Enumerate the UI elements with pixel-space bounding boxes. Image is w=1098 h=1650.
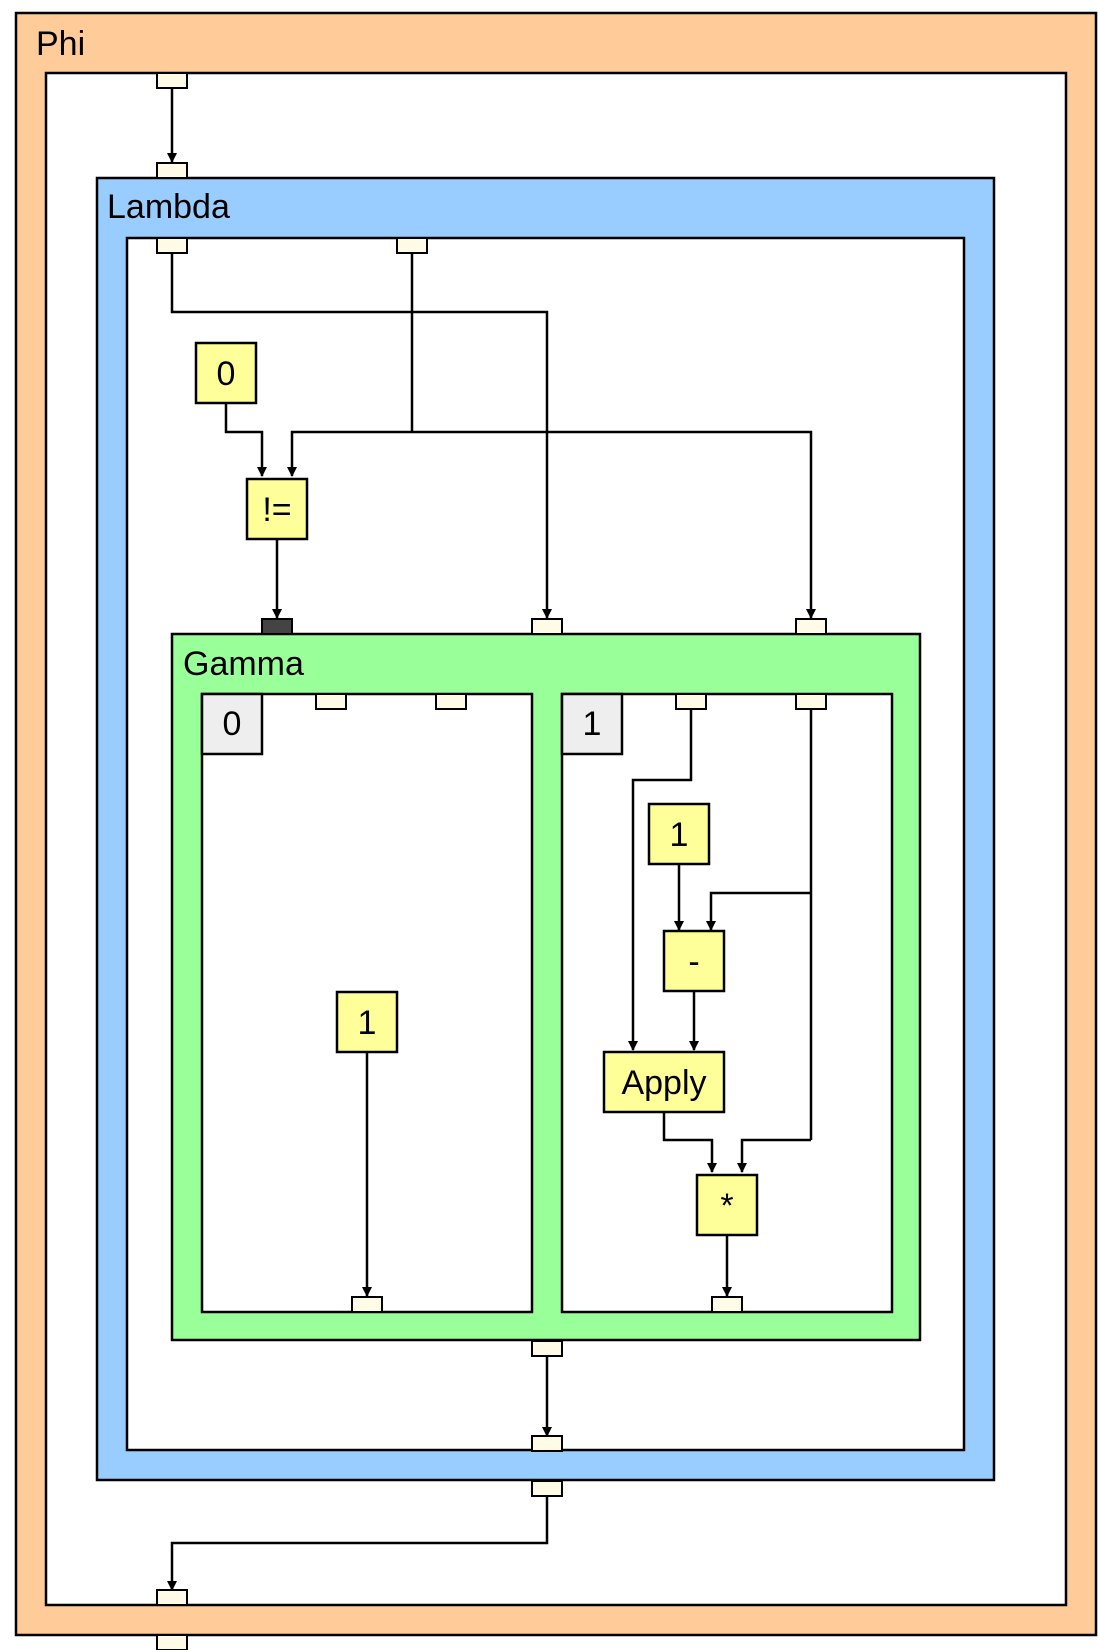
edge-const-zero-to-neq	[224, 403, 267, 477]
edges	[167, 88, 816, 1591]
node-b0-const-one: 1	[335, 990, 399, 1054]
edge-lambda-arg0-to-gamma	[170, 252, 552, 619]
lambda-result-port	[531, 1435, 563, 1452]
gamma-predicate-port	[261, 618, 293, 635]
lambda-output-port	[531, 1480, 563, 1497]
node-multiply-text: *	[720, 1187, 733, 1225]
node-neq-text: !=	[262, 491, 291, 529]
phi-output-port	[156, 1634, 188, 1650]
node-minus-text: -	[688, 943, 699, 981]
lambda-arg-port-1	[396, 237, 428, 254]
lambda-label: Lambda	[107, 188, 230, 226]
node-b1-const-one-text: 1	[670, 816, 689, 854]
edge-b1-arg1-to-minus	[706, 891, 811, 931]
phi-arg-port	[156, 72, 188, 89]
node-const-zero: 0	[194, 341, 258, 405]
branch-1-arg-port-1	[795, 693, 827, 710]
edge-lambda-arg1-to-neq	[287, 430, 412, 477]
phi-label: Phi	[36, 25, 85, 63]
branch-0-arg-port-0	[315, 693, 347, 710]
gamma-output-port	[531, 1340, 563, 1357]
edge-b1-arg1-to-multiply	[737, 1138, 811, 1173]
edge-b1-arg0-to-apply	[628, 709, 693, 1051]
branch-0-arg-port-1	[435, 693, 467, 710]
branch-1-arg-port-0	[675, 693, 707, 710]
gamma-label: Gamma	[183, 645, 304, 683]
node-apply-text: Apply	[621, 1064, 706, 1102]
ports	[156, 72, 827, 1650]
lambda-arg-port-0	[156, 237, 188, 254]
gamma-input-port-1	[531, 618, 563, 635]
branch-0-tag	[200, 692, 264, 756]
nodes: 0 != 1 1 - Apply *	[194, 341, 759, 1237]
branch-1-result-port	[711, 1296, 743, 1313]
node-minus: -	[662, 929, 726, 993]
branch-0-tag-text: 0	[223, 705, 242, 743]
node-b1-const-one: 1	[647, 802, 711, 866]
node-const-zero-text: 0	[217, 355, 236, 393]
branch-1-tag-text: 1	[583, 705, 602, 743]
lambda-input-port	[156, 162, 188, 179]
edge-lambda-out-to-phi-result	[167, 1496, 549, 1591]
edge-lambda-arg1-to-gamma	[412, 430, 816, 619]
branch-1-tag	[560, 692, 624, 756]
branch-0-result-port	[351, 1296, 383, 1313]
edge-apply-to-multiply	[662, 1112, 717, 1173]
gamma-input-port-2	[795, 618, 827, 635]
phi-result-port	[156, 1589, 188, 1606]
node-apply: Apply	[602, 1050, 726, 1114]
node-b0-const-one-text: 1	[358, 1004, 377, 1042]
node-neq: !=	[245, 477, 309, 541]
node-multiply: *	[695, 1173, 759, 1237]
gamma-region: Gamma 0 1	[170, 632, 922, 1342]
